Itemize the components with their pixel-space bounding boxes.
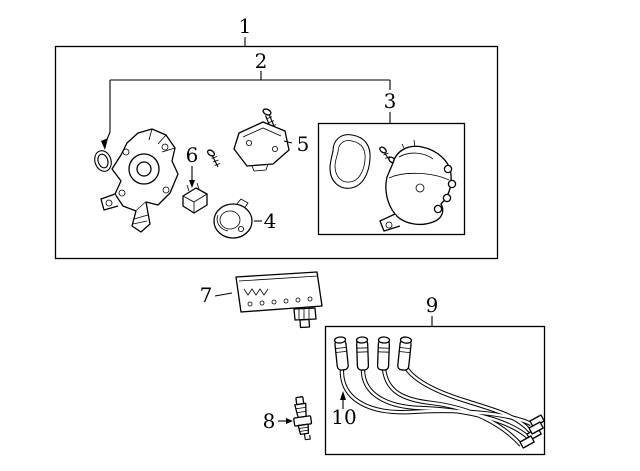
callout-10: 10 — [331, 405, 356, 429]
callout-3: 3 — [384, 89, 397, 113]
screw-3a-icon — [379, 146, 391, 162]
callout-7: 7 — [200, 283, 213, 307]
distributor-assembly — [379, 139, 457, 232]
callout-8: 8 — [263, 409, 276, 433]
distributor-box — [317, 122, 466, 236]
leader-5 — [283, 140, 293, 144]
wire-boot-4 — [397, 336, 413, 371]
arrowhead-oring — [101, 138, 108, 150]
wire-boot-2 — [355, 336, 370, 371]
callout-1: 1 — [239, 14, 252, 38]
ignition-control-unit — [233, 121, 290, 172]
screw-6-icon — [206, 149, 221, 168]
engine-control-module — [235, 271, 323, 329]
callout-5: 5 — [297, 132, 310, 156]
arrowhead-6 — [189, 180, 195, 188]
leader-7 — [214, 292, 233, 297]
assembly-group-box — [54, 45, 499, 260]
terminal-connector — [182, 182, 208, 214]
distributor-housing — [100, 128, 179, 233]
spark-plug-wire-set — [333, 336, 545, 449]
callout-4: 4 — [264, 209, 277, 233]
arrowhead-10 — [340, 391, 346, 400]
leader-2-bracket — [105, 71, 391, 143]
rotor — [213, 198, 253, 239]
spark-plug — [293, 396, 313, 441]
plug-boot-4 — [528, 421, 544, 435]
arrowhead-8 — [286, 418, 293, 424]
wire-boot-1 — [333, 336, 349, 371]
wire-set-box — [324, 325, 546, 456]
callout-9: 9 — [426, 293, 439, 317]
plug-boot-3 — [519, 435, 535, 449]
callout-6: 6 — [186, 143, 199, 167]
wire-boot-3 — [376, 336, 391, 371]
o-ring — [94, 150, 112, 172]
distributor-gasket — [329, 134, 371, 189]
plug-boot-1 — [529, 414, 545, 428]
callout-2: 2 — [255, 49, 268, 73]
